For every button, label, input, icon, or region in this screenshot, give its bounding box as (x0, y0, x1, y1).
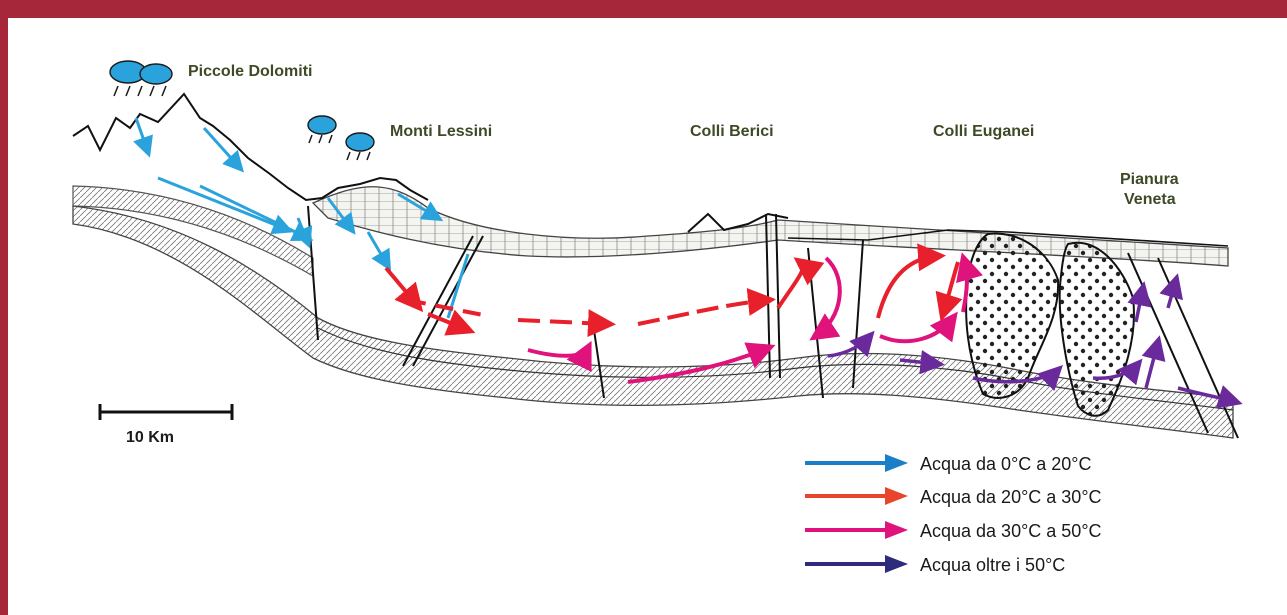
scale-bar: 10 Km (100, 404, 232, 446)
rain-cloud-icon (308, 116, 336, 143)
legend-arrow-cold-icon (805, 452, 910, 474)
legend-label-very-hot: Acqua oltre i 50°C (920, 555, 1065, 576)
diagram-frame: Piccole Dolomiti Monti Lessini Colli Ber… (8, 18, 1287, 615)
legend-item-warm: Acqua da 20°C a 30°C (805, 485, 1165, 509)
label-colli-berici: Colli Berici (690, 123, 774, 140)
warm-water-flow (386, 256, 958, 330)
rain-cloud-icon (110, 61, 172, 96)
scale-bar-label: 10 Km (126, 429, 174, 446)
legend-item-cold: Acqua da 0°C a 20°C (805, 452, 1165, 476)
upper-strata (73, 186, 1228, 276)
legend-label-cold: Acqua da 0°C a 20°C (920, 454, 1092, 475)
legend-arrow-warm-icon (805, 485, 910, 507)
legend-arrow-very-hot-icon (805, 553, 910, 575)
label-pianura-veneta-line1: Pianura (1120, 171, 1179, 188)
legend-item-hot: Acqua da 30°C a 50°C (805, 519, 1165, 543)
label-colli-euganei: Colli Euganei (933, 123, 1034, 140)
legend-item-very-hot: Acqua oltre i 50°C (805, 553, 1165, 577)
rain-cloud-icon (346, 133, 374, 160)
label-piccole-dolomiti: Piccole Dolomiti (188, 63, 312, 80)
legend-arrow-hot-icon (805, 519, 910, 541)
label-pianura-veneta-line2: Veneta (1124, 191, 1176, 208)
legend-label-hot: Acqua da 30°C a 50°C (920, 521, 1102, 542)
mountain-profile (73, 94, 428, 200)
legend-label-warm: Acqua da 20°C a 30°C (920, 487, 1102, 508)
label-monti-lessini: Monti Lessini (390, 123, 492, 140)
